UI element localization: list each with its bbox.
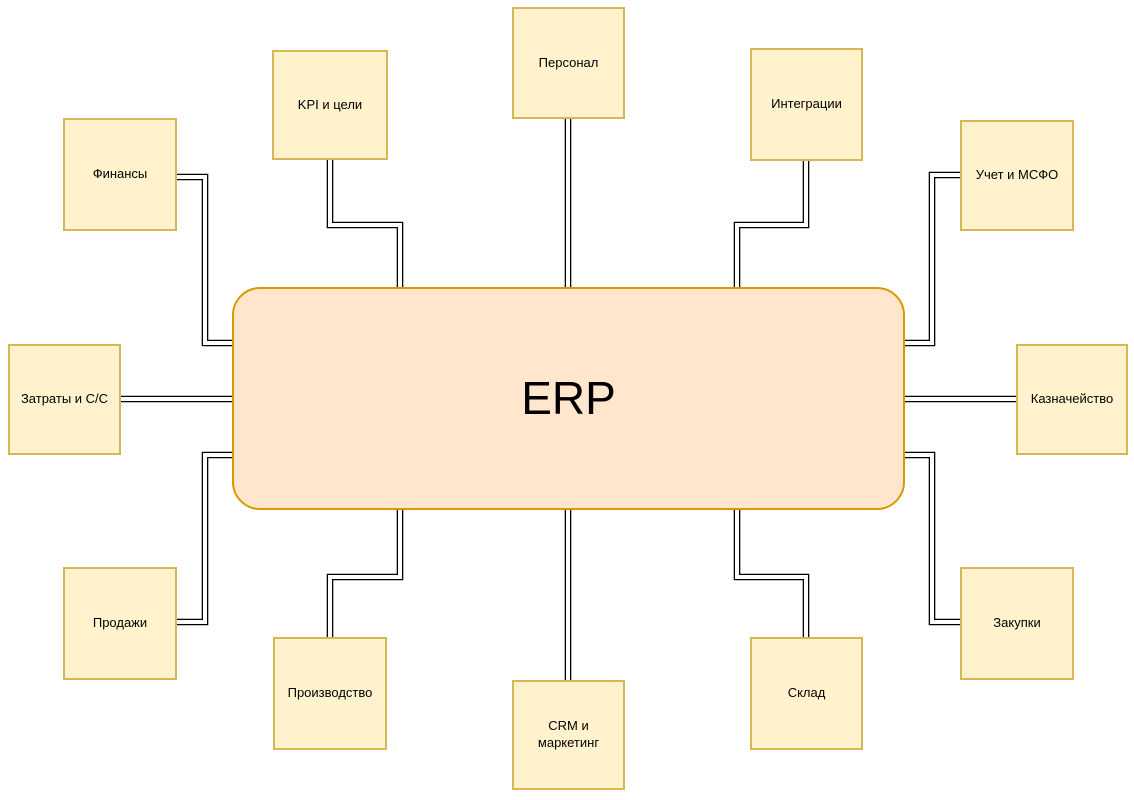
node-integrations-label: Интеграции xyxy=(771,96,842,112)
node-procurement[interactable]: Закупки xyxy=(960,567,1074,680)
node-accounting[interactable]: Учет и МСФО xyxy=(960,120,1074,231)
node-costs[interactable]: Затраты и С/С xyxy=(8,344,121,455)
node-warehouse-label: Склад xyxy=(787,685,826,701)
node-erp-label: ERP xyxy=(521,371,616,424)
connector-procurement-erp[interactable] xyxy=(903,451,961,626)
connector-production-erp[interactable] xyxy=(326,508,404,638)
node-costs-label: Затраты и С/С xyxy=(20,391,109,407)
node-warehouse[interactable]: Склад xyxy=(750,637,863,750)
node-accounting-label: Учет и МСФО xyxy=(975,167,1059,183)
node-sales[interactable]: Продажи xyxy=(63,567,177,680)
node-kpi[interactable]: KPI и цели xyxy=(272,50,388,160)
node-crm[interactable]: CRM и маркетинг xyxy=(512,680,625,790)
node-erp[interactable]: ERP xyxy=(232,287,905,510)
node-crm-label: CRM и маркетинг xyxy=(537,718,600,750)
node-production[interactable]: Производство xyxy=(273,637,387,750)
node-kpi-label: KPI и цели xyxy=(297,96,363,112)
node-finance[interactable]: Финансы xyxy=(63,118,177,231)
connector-integrations-erp[interactable] xyxy=(733,160,810,289)
connector-finance-erp[interactable] xyxy=(176,173,234,347)
connector-kpi-erp[interactable] xyxy=(326,159,404,289)
connector-warehouse-erp[interactable] xyxy=(733,508,810,638)
node-personnel-label: Персонал xyxy=(538,54,599,70)
node-sales-label: Продажи xyxy=(92,615,148,631)
node-finance-label: Финансы xyxy=(92,166,148,182)
node-treasury-label: Казначейство xyxy=(1030,391,1114,407)
connector-sales-erp[interactable] xyxy=(176,451,234,626)
connector-accounting-erp[interactable] xyxy=(903,171,961,347)
node-procurement-label: Закупки xyxy=(993,615,1041,631)
node-integrations[interactable]: Интеграции xyxy=(750,48,863,161)
node-treasury[interactable]: Казначейство xyxy=(1016,344,1128,455)
node-production-label: Производство xyxy=(287,685,373,701)
node-personnel[interactable]: Персонал xyxy=(512,7,625,119)
